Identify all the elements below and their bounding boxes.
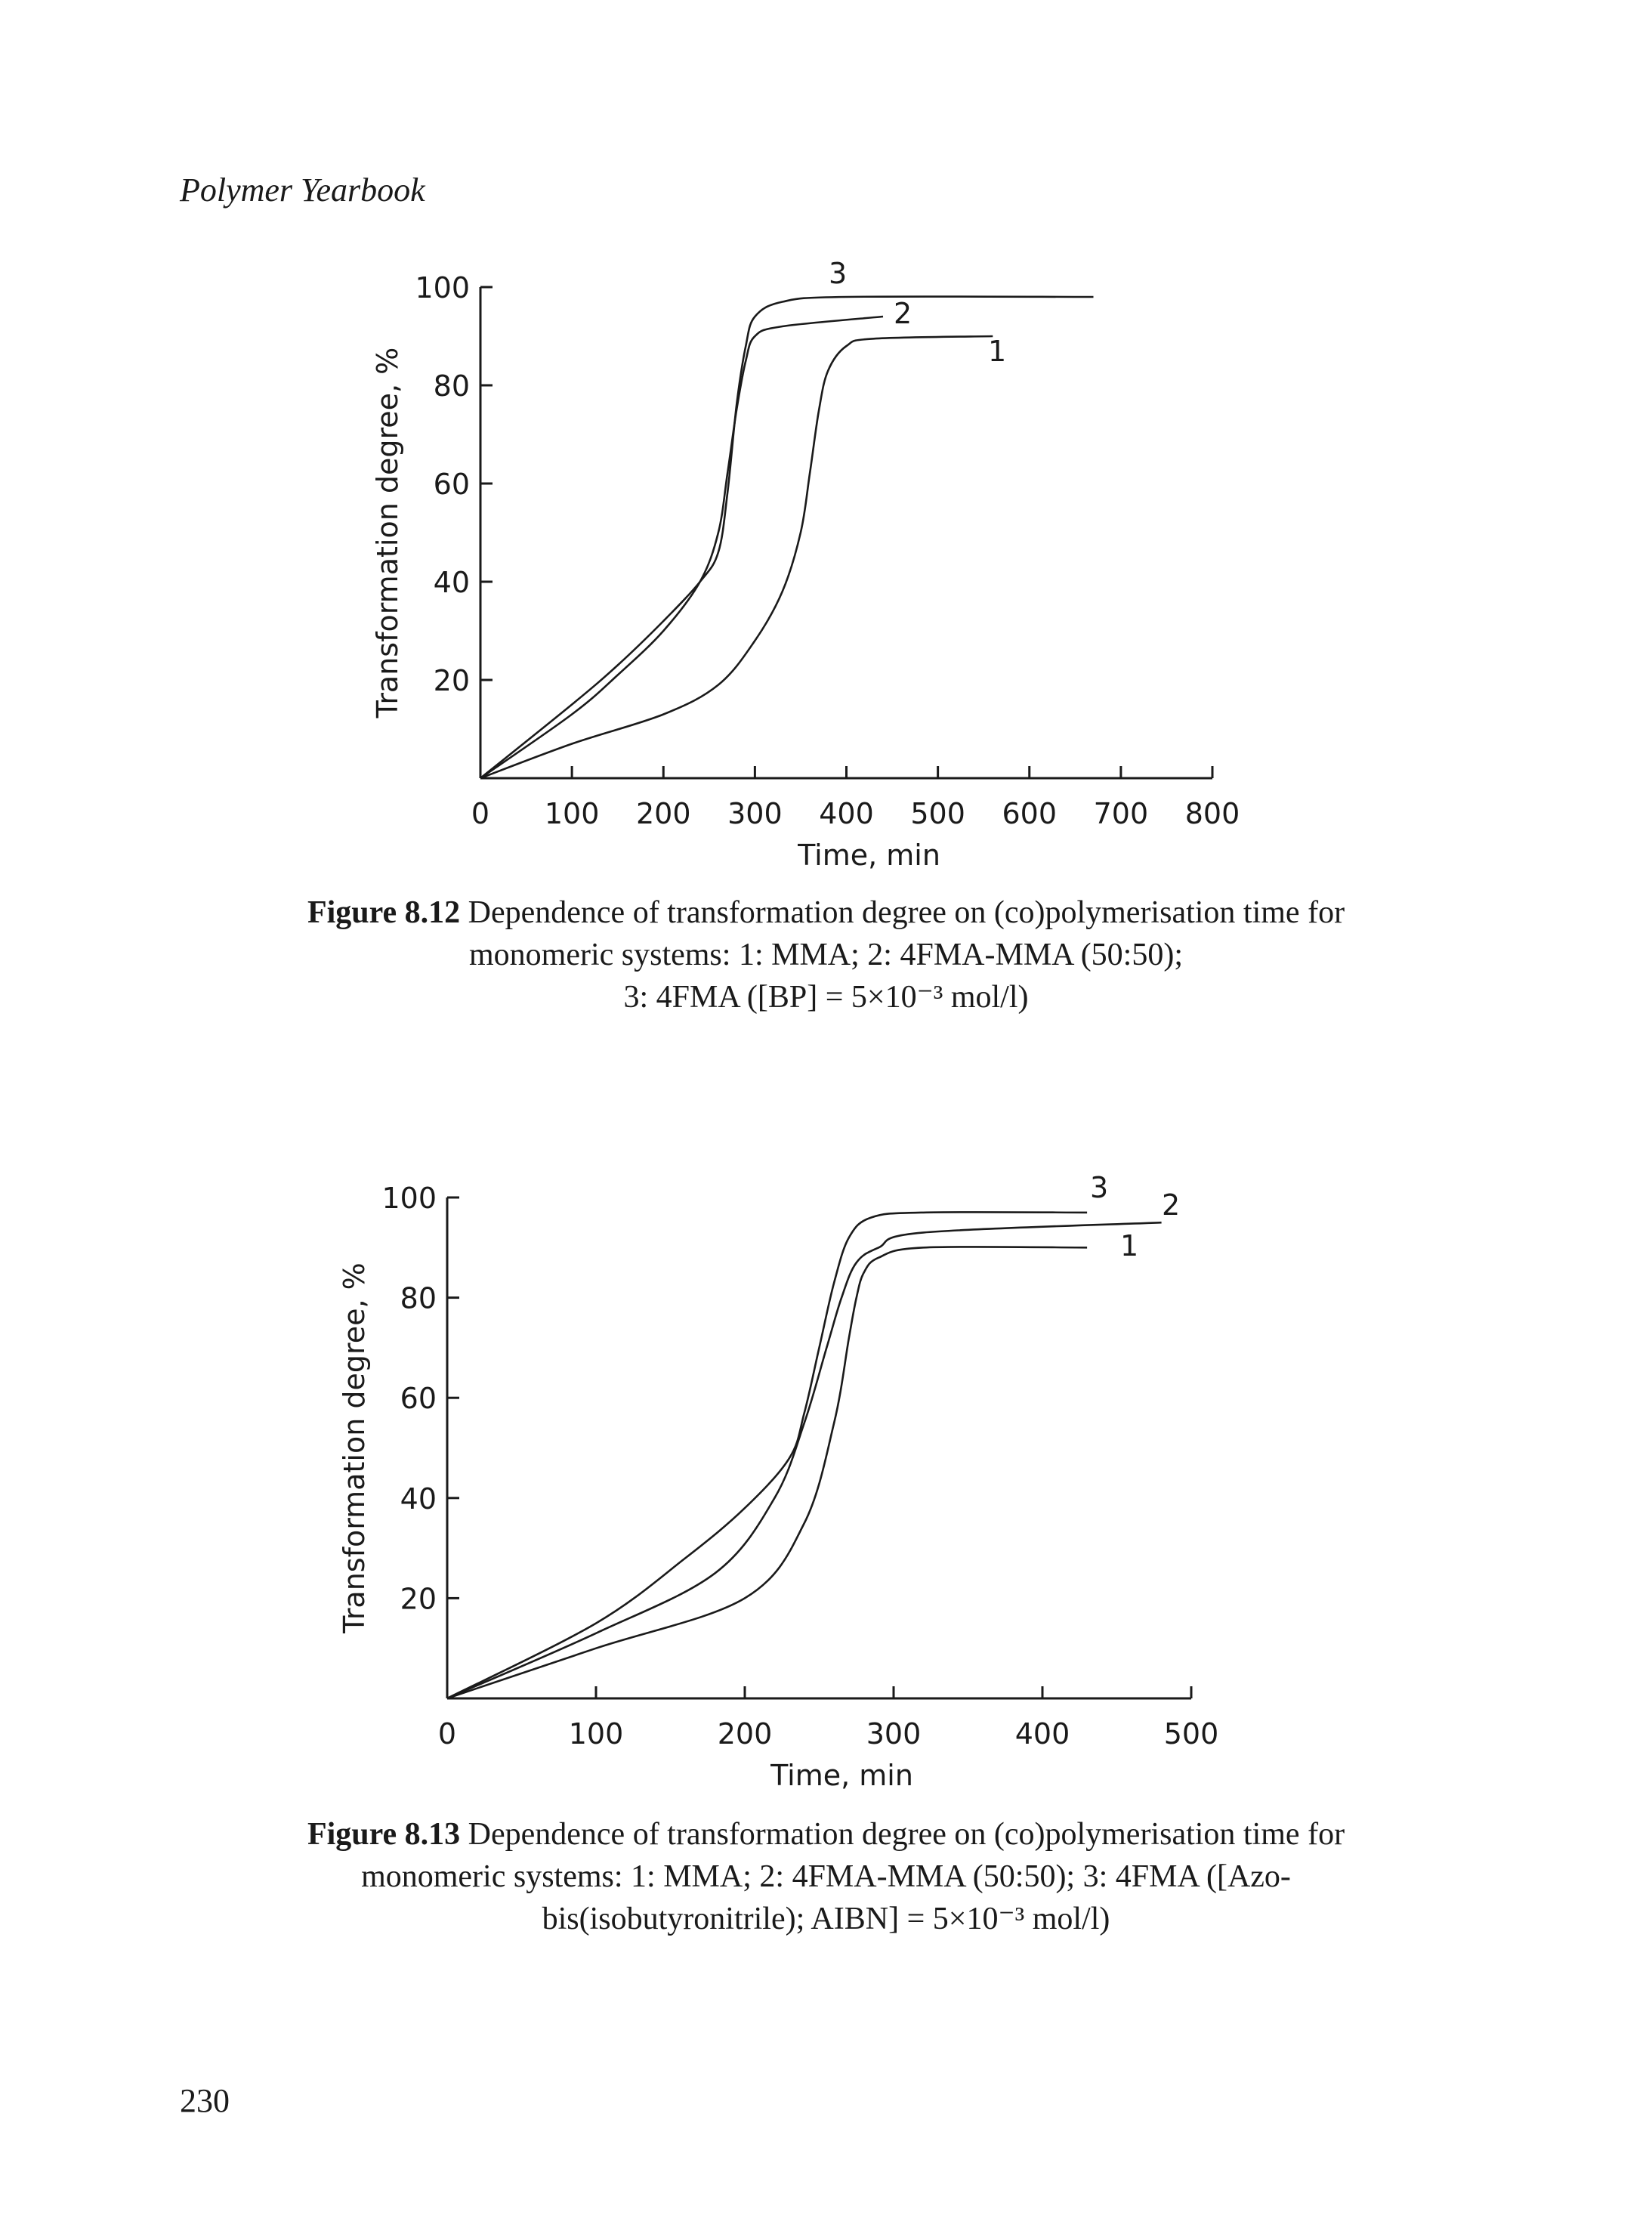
- series-label-1: 1: [988, 335, 1006, 368]
- series-label-1: 1: [1120, 1229, 1138, 1262]
- page-number: 230: [180, 2082, 230, 2119]
- y-tick-label: 40: [434, 566, 470, 599]
- x-tick-label: 400: [819, 797, 874, 830]
- x-tick-label: 400: [1015, 1717, 1070, 1751]
- caption-line-3: 3: 4FMA ([BP] = 5×10⁻³ mol/l): [623, 980, 1029, 1015]
- y-tick-label: 20: [434, 664, 470, 697]
- chart-figure-8-12: 0 100 200 300 400 500 600 700 800 20 40 60 80 100Time…: [371, 257, 1240, 872]
- figure-caption-8-13: Figure 8.13 Dependence of transformation…: [136, 1813, 1516, 1940]
- figure-number: Figure 8.12: [307, 895, 461, 930]
- caption-text: Dependence of transformation degree on (…: [460, 1817, 1345, 1852]
- x-tick-label: 200: [636, 797, 691, 830]
- series-label-3: 3: [829, 257, 847, 290]
- x-axis-title: Time, min: [770, 1759, 913, 1792]
- caption-line-2: monomeric systems: 1: MMA; 2: 4FMA-MMA (…: [468, 938, 1184, 972]
- series-line-2: [446, 1221, 1162, 1700]
- y-tick-label: 80: [434, 369, 470, 403]
- y-tick-label: 40: [400, 1482, 437, 1516]
- y-axis-title: Transformation degree, %: [338, 1262, 371, 1634]
- x-axis-title: Time, min: [797, 839, 940, 872]
- x-tick-label: 300: [727, 797, 783, 830]
- x-tick-label: 200: [718, 1717, 773, 1751]
- x-tick-label: 300: [866, 1717, 922, 1751]
- x-tick-label: 500: [1164, 1717, 1219, 1751]
- caption-line-1: Figure 8.13 Dependence of transformation…: [136, 1813, 1516, 1856]
- caption-text: Dependence of transformation degree on (…: [460, 895, 1345, 930]
- series-label-2: 2: [894, 297, 912, 330]
- y-tick-label: 100: [415, 271, 470, 304]
- series-label-2: 2: [1162, 1188, 1180, 1222]
- caption-line-2: monomeric systems: 1: MMA; 2: 4FMA-MMA (…: [361, 1859, 1291, 1894]
- caption-line-3: bis(isobutyronitrile); AIBN] = 5×10⁻³ mo…: [542, 1902, 1110, 1936]
- series-line-3: [446, 1211, 1088, 1700]
- x-tick-label: 600: [1002, 797, 1057, 830]
- series-line-2: [480, 315, 884, 780]
- running-header: Polymer Yearbook: [180, 171, 425, 209]
- y-tick-label: 100: [381, 1182, 437, 1215]
- series-line-1: [480, 335, 993, 780]
- y-axis-title: Transformation degree, %: [371, 348, 404, 719]
- series-line-3: [480, 295, 1094, 780]
- series-line-1: [446, 1246, 1088, 1700]
- x-tick-label: 0: [438, 1717, 456, 1751]
- y-tick-label: 60: [434, 468, 470, 501]
- x-tick-label: 100: [545, 797, 600, 830]
- x-tick-label: 800: [1185, 797, 1240, 830]
- series-label-3: 3: [1090, 1171, 1108, 1204]
- y-tick-label: 80: [400, 1282, 437, 1315]
- y-tick-label: 20: [400, 1582, 437, 1615]
- x-tick-label: 500: [910, 797, 965, 830]
- x-tick-label: 700: [1094, 797, 1149, 830]
- y-tick-label: 60: [400, 1382, 437, 1415]
- caption-line-1: Figure 8.12 Dependence of transformation…: [136, 891, 1516, 934]
- x-tick-label: 0: [471, 797, 489, 830]
- figure-number: Figure 8.13: [307, 1817, 461, 1852]
- x-tick-label: 100: [569, 1717, 624, 1751]
- figure-caption-8-12: Figure 8.12 Dependence of transformation…: [136, 891, 1516, 1018]
